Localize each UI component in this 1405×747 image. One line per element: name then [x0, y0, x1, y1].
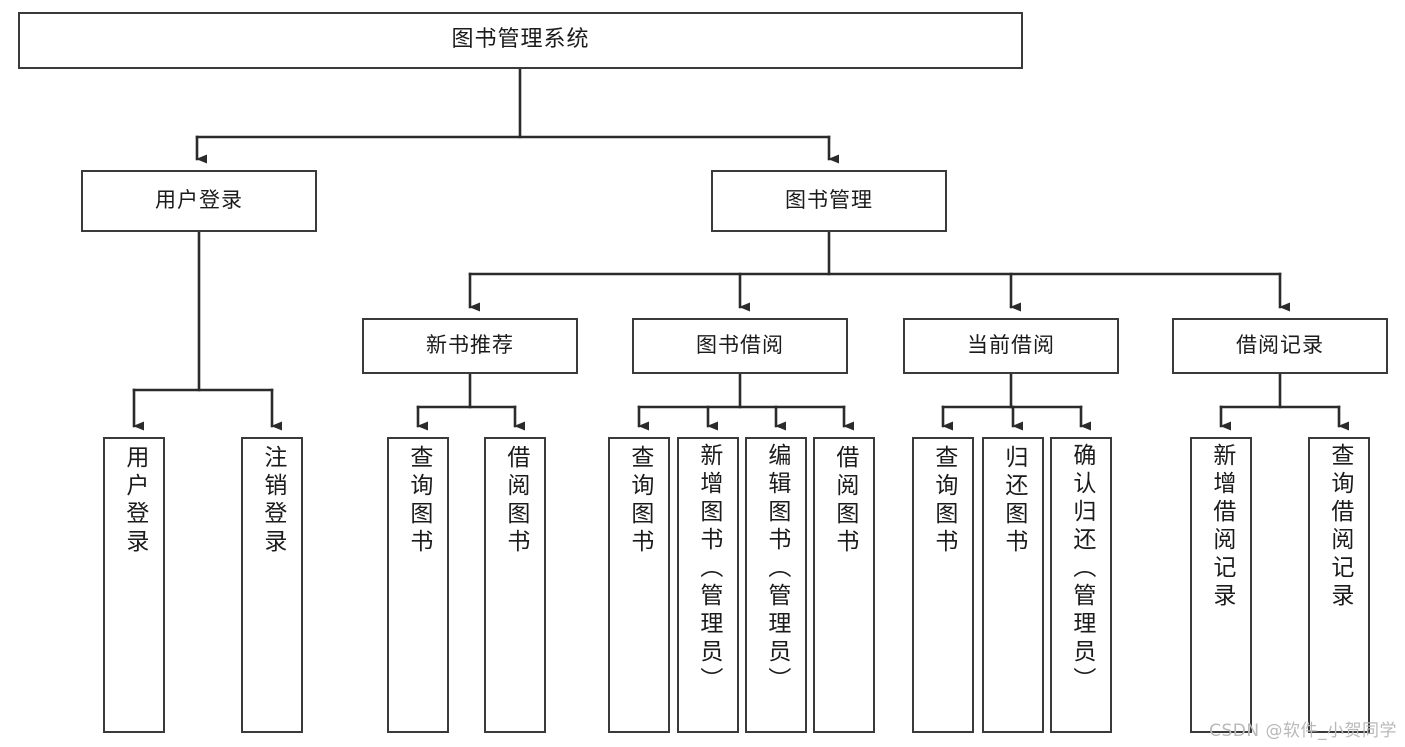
node-borrow-record-label: 借阅记录	[1236, 333, 1324, 358]
leaf-borrow-book-recommend-label: 借阅图书	[502, 445, 529, 557]
node-root-label: 图书管理系统	[451, 27, 590, 53]
leaf-add-borrow-record[interactable]: 新增借阅记录	[1190, 437, 1252, 733]
leaf-query-borrow-record[interactable]: 查询借阅记录	[1308, 437, 1370, 733]
leaf-query-book-current-label: 查询图书	[930, 445, 957, 557]
node-current-borrow-label: 当前借阅	[967, 333, 1055, 358]
csdn-watermark: CSDN @软件_小贺同学	[1209, 721, 1397, 741]
leaf-add-book[interactable]: 新增图书（管理员）	[677, 437, 739, 733]
node-root[interactable]: 图书管理系统	[18, 12, 1023, 69]
leaf-query-book-borrow[interactable]: 查询图书	[608, 437, 670, 733]
leaf-borrow-book-borrow[interactable]: 借阅图书	[813, 437, 875, 733]
leaf-return-book-label: 归还图书	[1000, 445, 1027, 557]
leaf-add-borrow-record-label: 新增借阅记录	[1208, 443, 1235, 611]
leaf-query-book-recommend-label: 查询图书	[405, 445, 432, 557]
leaf-logout-login[interactable]: 注销登录	[241, 437, 303, 733]
leaf-user-login[interactable]: 用户登录	[103, 437, 165, 733]
leaf-logout-login-label: 注销登录	[259, 445, 286, 557]
node-book-manage-label: 图书管理	[785, 188, 873, 213]
node-current-borrow[interactable]: 当前借阅	[903, 318, 1119, 374]
node-new-book-recommend[interactable]: 新书推荐	[362, 318, 578, 374]
node-borrow-record[interactable]: 借阅记录	[1172, 318, 1388, 374]
leaf-return-book[interactable]: 归还图书	[982, 437, 1044, 733]
leaf-query-book-borrow-label: 查询图书	[626, 445, 653, 557]
leaf-user-login-label: 用户登录	[121, 445, 148, 557]
leaf-borrow-book-borrow-label: 借阅图书	[831, 445, 858, 557]
leaf-borrow-book-recommend[interactable]: 借阅图书	[484, 437, 546, 733]
node-book-borrow-label: 图书借阅	[696, 333, 784, 358]
leaf-query-book-current[interactable]: 查询图书	[912, 437, 974, 733]
node-user-login[interactable]: 用户登录	[81, 170, 317, 232]
node-new-book-recommend-label: 新书推荐	[426, 333, 514, 358]
node-book-borrow[interactable]: 图书借阅	[632, 318, 848, 374]
leaf-edit-book-label: 编辑图书（管理员）	[763, 443, 790, 695]
leaf-add-book-label: 新增图书（管理员）	[695, 443, 722, 695]
leaf-query-borrow-record-label: 查询借阅记录	[1326, 443, 1353, 611]
leaf-confirm-return[interactable]: 确认归还（管理员）	[1050, 437, 1112, 733]
leaf-confirm-return-label: 确认归还（管理员）	[1068, 443, 1095, 695]
leaf-query-book-recommend[interactable]: 查询图书	[387, 437, 449, 733]
node-user-login-label: 用户登录	[155, 188, 243, 213]
node-book-manage[interactable]: 图书管理	[711, 170, 947, 232]
leaf-edit-book[interactable]: 编辑图书（管理员）	[745, 437, 807, 733]
